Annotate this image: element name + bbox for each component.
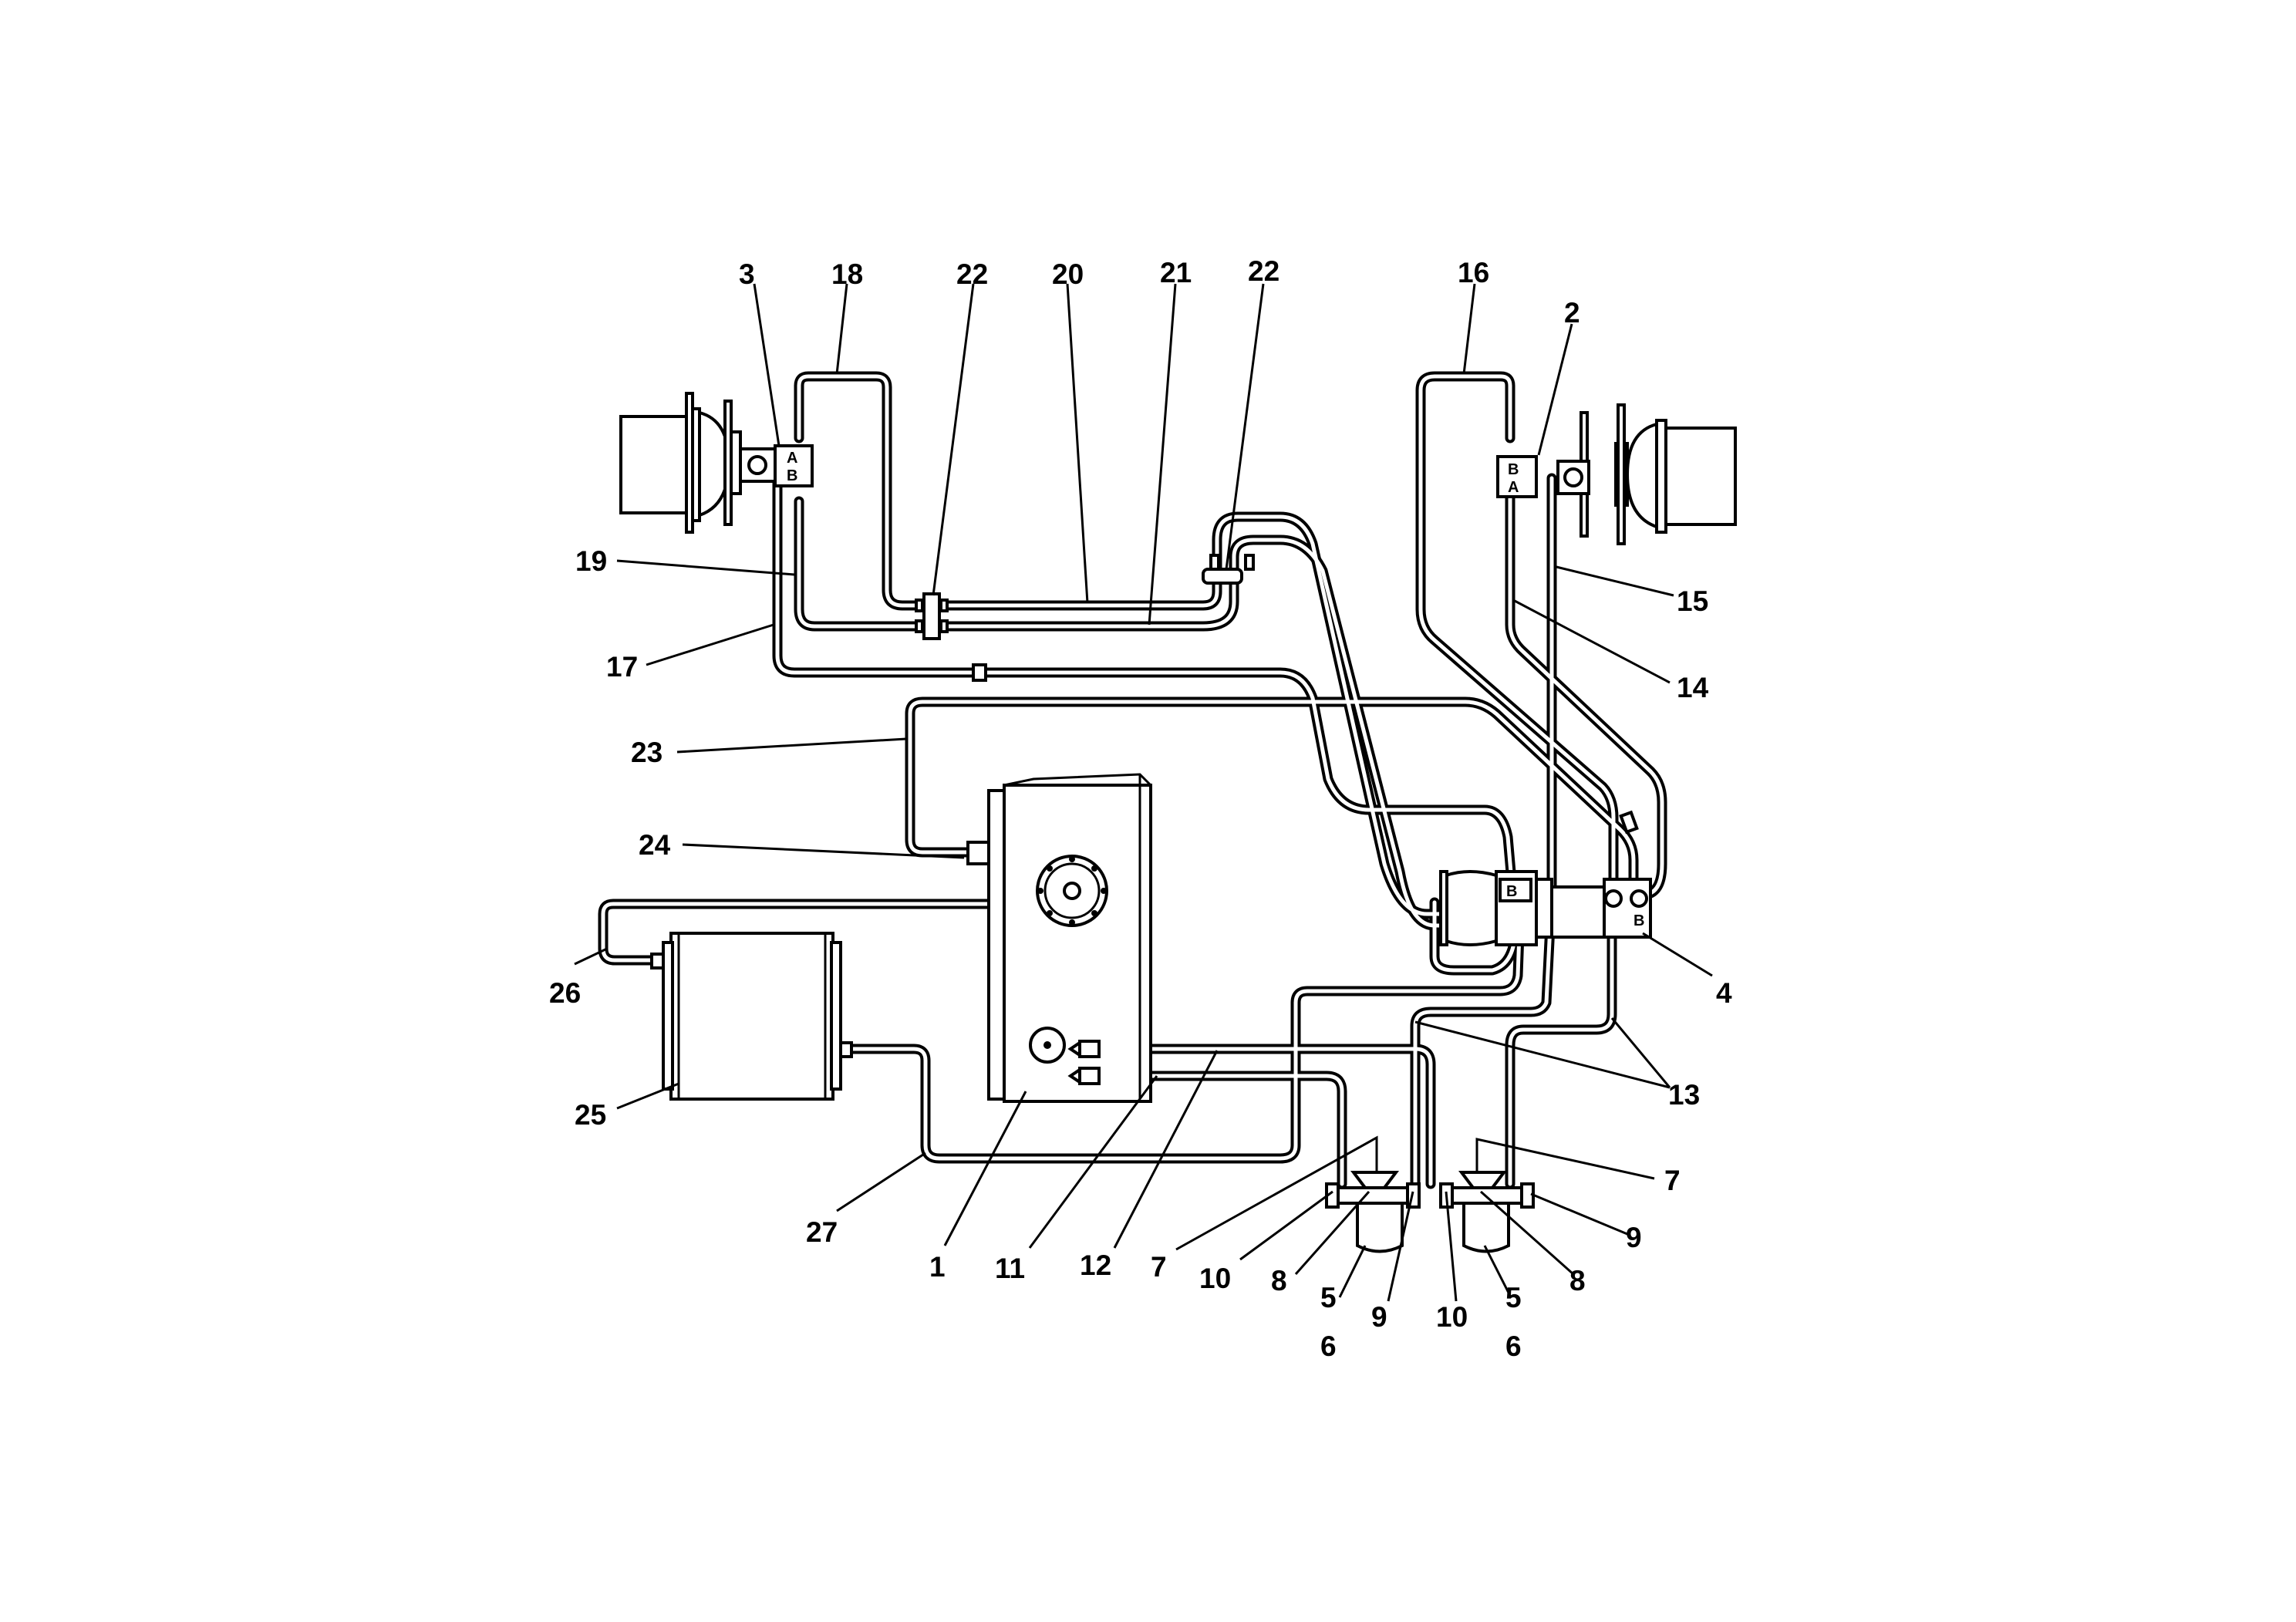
leader-16 — [1462, 283, 1476, 375]
port-label-b: B — [787, 467, 797, 484]
hose-14 — [1505, 492, 1667, 900]
leader-24 — [682, 843, 965, 859]
leader-10b — [1445, 1191, 1458, 1302]
leader-11 — [1028, 1075, 1158, 1249]
leader-9b — [1530, 1192, 1628, 1236]
callout-22a: 22 — [956, 258, 988, 290]
leader-23 — [676, 737, 907, 754]
callout-5b: 5 — [1505, 1282, 1522, 1313]
callout-13: 13 — [1668, 1079, 1700, 1111]
callout-22b: 22 — [1248, 255, 1279, 287]
leader-22a — [932, 283, 975, 596]
leader-19 — [616, 559, 795, 576]
leader-lines — [574, 283, 1713, 1302]
callout-2: 2 — [1564, 297, 1580, 329]
leader-14 — [1512, 599, 1671, 684]
hose-network — [598, 371, 1667, 1189]
hydraulic-pump: B B — [1439, 810, 1652, 946]
callout-1: 1 — [929, 1251, 946, 1283]
leader-4 — [1642, 932, 1713, 977]
callout-23: 23 — [631, 737, 663, 768]
hydraulic-tank — [966, 773, 1152, 1103]
callout-8a: 8 — [1271, 1265, 1287, 1297]
pump-valve-port-b: B — [1633, 912, 1644, 929]
leader-8a — [1294, 1191, 1371, 1275]
callout-12: 12 — [1080, 1249, 1111, 1281]
callout-labels: 3 18 22 20 21 22 16 2 19 17 15 14 23 24 … — [549, 255, 1732, 1362]
callout-5a: 5 — [1320, 1282, 1337, 1313]
port-label-a-right: A — [1508, 479, 1519, 496]
callout-7a: 7 — [1151, 1251, 1167, 1283]
callout-9b: 9 — [1626, 1222, 1642, 1253]
callout-8b: 8 — [1569, 1265, 1586, 1297]
callout-10b: 10 — [1436, 1301, 1468, 1333]
port-label-a: A — [787, 450, 797, 467]
leader-5a — [1338, 1245, 1367, 1298]
callout-15: 15 — [1677, 585, 1708, 617]
callout-25: 25 — [575, 1099, 606, 1131]
callout-27: 27 — [806, 1216, 838, 1248]
leader-2 — [1537, 323, 1573, 456]
leader-8b — [1480, 1190, 1574, 1276]
callout-9a: 9 — [1371, 1301, 1387, 1333]
callout-11: 11 — [995, 1253, 1025, 1284]
callout-10a: 10 — [1199, 1263, 1231, 1294]
leader-27 — [836, 1152, 926, 1212]
callout-21: 21 — [1160, 257, 1192, 288]
oil-cooler — [650, 932, 853, 1101]
callout-6a: 6 — [1320, 1330, 1337, 1362]
bulkhead-union-right — [1202, 554, 1255, 585]
travel-motor-right: B A — [1496, 403, 1737, 545]
leader-21 — [1148, 283, 1177, 626]
leader-26 — [574, 947, 608, 966]
leader-17 — [646, 623, 774, 666]
callout-17: 17 — [606, 651, 638, 683]
callout-19: 19 — [575, 545, 607, 577]
pump-port-b: B — [1506, 883, 1517, 900]
leader-5b — [1483, 1245, 1512, 1297]
leader-7b — [1475, 1138, 1655, 1180]
port-label-b-right: B — [1508, 461, 1519, 478]
callout-16: 16 — [1458, 257, 1489, 288]
callout-24: 24 — [639, 829, 671, 861]
callout-20: 20 — [1052, 258, 1084, 290]
callout-4: 4 — [1716, 977, 1732, 1009]
callout-3: 3 — [739, 258, 755, 290]
leader-20 — [1066, 283, 1089, 604]
travel-motor-left: A B — [619, 392, 814, 534]
leader-12 — [1113, 1050, 1219, 1249]
leader-13 — [1414, 1017, 1671, 1089]
leader-7a — [1175, 1135, 1378, 1251]
leader-10a — [1239, 1190, 1333, 1261]
callout-7b: 7 — [1664, 1165, 1681, 1196]
leader-1 — [943, 1091, 1027, 1246]
callout-18: 18 — [831, 258, 863, 290]
callout-14: 14 — [1677, 672, 1709, 703]
filter-left — [1325, 1171, 1421, 1253]
callout-6b: 6 — [1505, 1330, 1522, 1362]
hose-18 — [794, 371, 931, 611]
leader-9a — [1387, 1191, 1414, 1302]
leader-25 — [616, 1082, 679, 1110]
leader-18 — [835, 283, 848, 375]
bulkhead-union-left — [915, 592, 949, 640]
filter-right — [1439, 1171, 1535, 1253]
leader-15 — [1556, 565, 1674, 597]
leader-22b — [1225, 283, 1265, 570]
callout-26: 26 — [549, 977, 581, 1009]
leader-3 — [753, 283, 781, 447]
inline-coupling — [972, 663, 987, 682]
